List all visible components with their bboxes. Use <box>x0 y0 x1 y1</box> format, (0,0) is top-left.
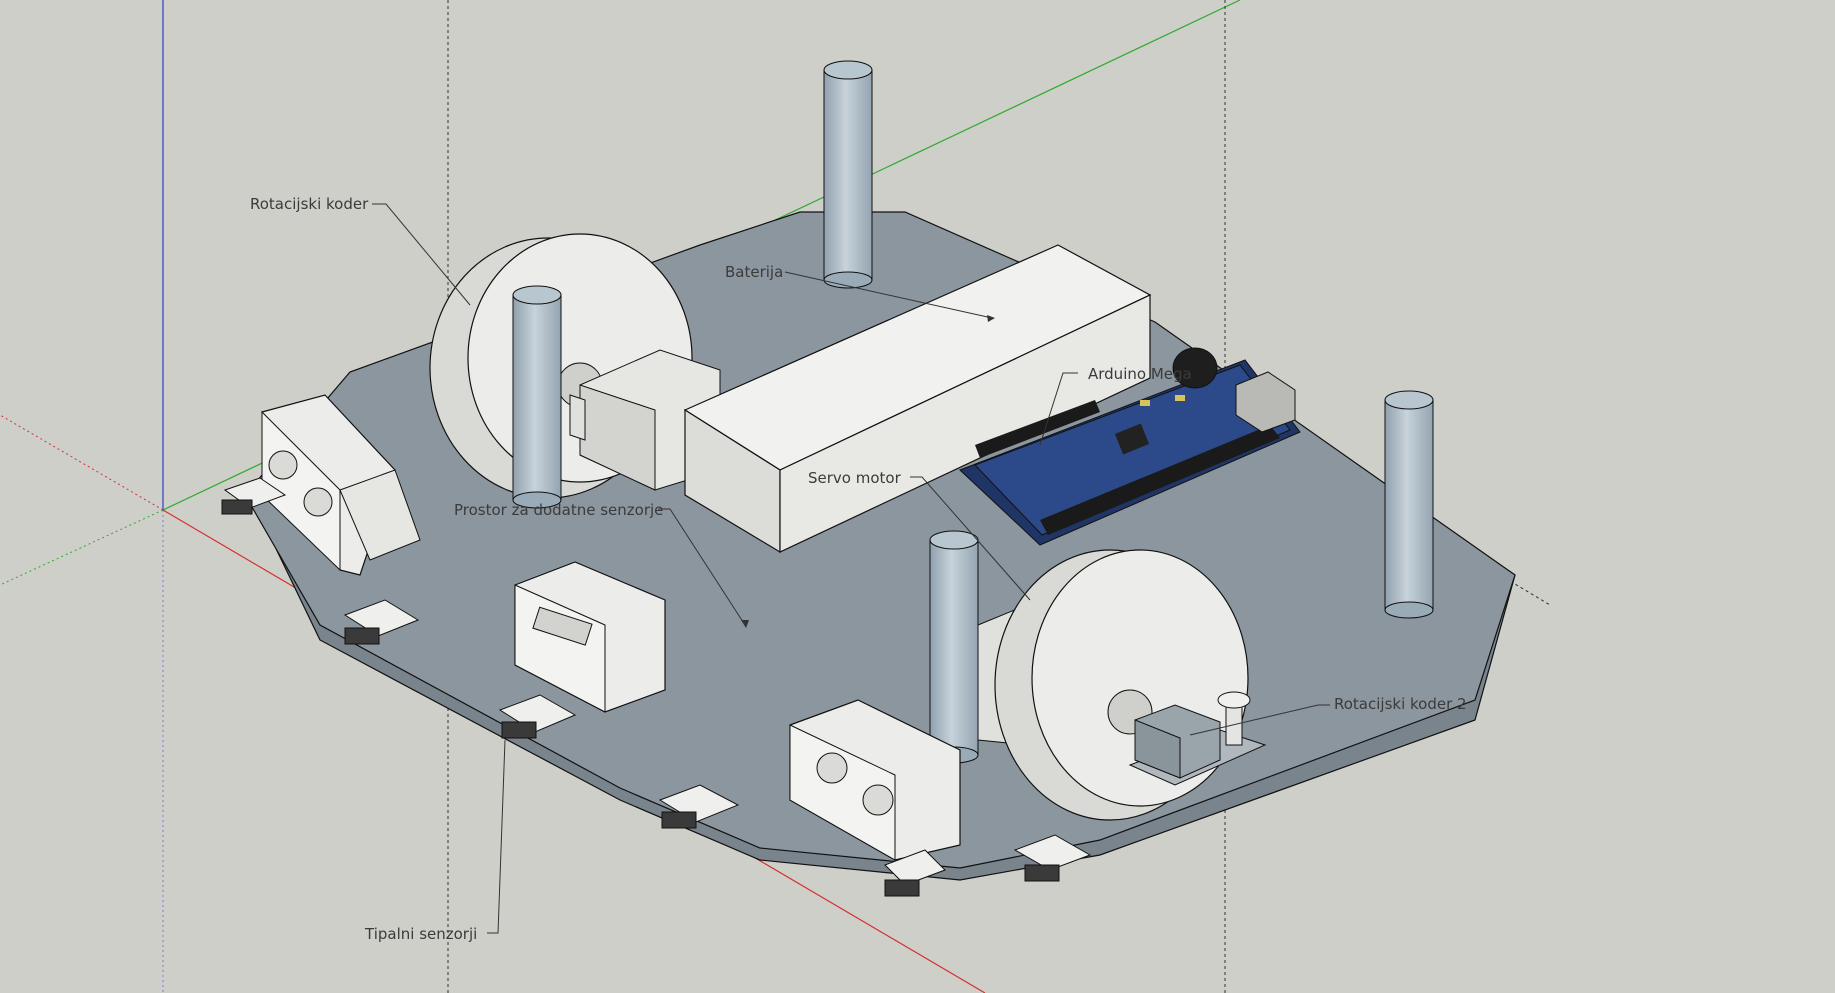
touch-sensor-4 <box>658 784 740 829</box>
leader-prostor <box>658 508 746 626</box>
label-rotacijski-koder: Rotacijski koder <box>250 195 369 213</box>
green-axis-dashed <box>0 509 164 586</box>
touch-sensor-1 <box>221 477 287 515</box>
label-rotacijski-koder-2: Rotacijski koder 2 <box>1334 695 1467 713</box>
leader-tipalni-senzorji-1 <box>487 739 506 934</box>
encoder-2 <box>1128 691 1267 786</box>
touch-sensor-2 <box>343 599 420 645</box>
battery-box <box>683 244 1152 554</box>
pillar-left <box>512 285 562 509</box>
red-axis-dashed <box>0 414 164 511</box>
label-baterija: Baterija <box>725 263 783 281</box>
pillar-front <box>929 530 979 764</box>
pillars <box>512 60 1434 764</box>
ultrasonic-sensor-left <box>261 394 421 576</box>
guide-line-3 <box>1499 574 1551 606</box>
touch-sensor-6 <box>1013 834 1092 882</box>
pillar-back <box>823 60 873 289</box>
label-arduino: Arduino Mega <box>1088 365 1192 383</box>
label-servo-motor: Servo motor <box>808 469 902 487</box>
pillar-right <box>1384 390 1434 619</box>
arrowhead-prostor <box>741 620 749 628</box>
labels: Rotacijski koder Baterija Arduino Mega S… <box>250 195 1467 943</box>
leader-arduino <box>1039 372 1078 446</box>
touch-sensors <box>221 477 1092 897</box>
leader-rotacijski-koder <box>372 203 471 306</box>
arduino-board <box>959 347 1301 546</box>
label-tipalni-senzorji: Tipalni senzorji <box>364 925 477 943</box>
leader-servo-motor <box>910 476 1031 601</box>
touch-sensor-3 <box>498 694 577 739</box>
distance-sensor-middle <box>514 561 666 713</box>
leader-baterija <box>784 271 993 319</box>
touch-sensor-5 <box>884 849 946 897</box>
ultrasonic-sensor-front <box>789 699 961 861</box>
leader-lines <box>372 203 1330 934</box>
label-prostor: Prostor za dodatne senzorje <box>454 501 663 519</box>
leader-rotacijski-koder-2 <box>1189 704 1330 736</box>
arrowhead-baterija <box>987 315 995 322</box>
